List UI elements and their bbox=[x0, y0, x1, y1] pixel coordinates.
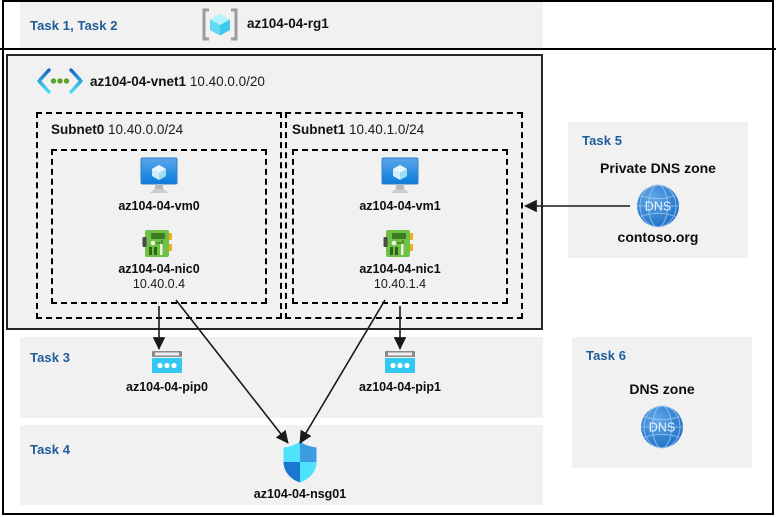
vnet-header: az104-04-vnet1 10.40.0.0/20 bbox=[90, 74, 265, 89]
subnet1-name: Subnet1 bbox=[292, 122, 346, 137]
subnet1-cidr: 10.40.1.0/24 bbox=[349, 122, 425, 137]
public-ip-address-icon bbox=[92, 349, 242, 377]
task-4-label: Task 4 bbox=[30, 442, 71, 457]
dns-zone-icon: DNS bbox=[634, 182, 682, 230]
header-divider bbox=[0, 48, 776, 50]
dns-icon-text: DNS bbox=[645, 200, 671, 214]
task-1-2-label: Task 1, Task 2 bbox=[30, 18, 118, 33]
virtual-network-icon bbox=[36, 68, 84, 94]
resource-group-name: az104-04-rg1 bbox=[247, 16, 329, 31]
virtual-machine-icon bbox=[340, 156, 460, 196]
network-interface-icon bbox=[340, 228, 460, 260]
public-ip-address-icon bbox=[325, 349, 475, 377]
nic0-ip: 10.40.0.4 bbox=[132, 277, 186, 291]
dns-zone-title: DNS zone bbox=[629, 381, 695, 397]
task-6-label: Task 6 bbox=[586, 348, 627, 363]
node-vm0: az104-04-vm0 bbox=[99, 156, 219, 214]
virtual-machine-icon bbox=[99, 156, 219, 196]
network-interface-icon bbox=[99, 228, 219, 260]
nic1-label: az104-04-nic1 bbox=[359, 262, 441, 276]
dns-icon-text: DNS bbox=[649, 421, 675, 435]
node-vm1: az104-04-vm1 bbox=[340, 156, 460, 214]
subnet0-header: Subnet0 10.40.0.0/24 bbox=[51, 122, 183, 137]
subnet1-inner-box bbox=[292, 149, 508, 304]
network-security-group-icon bbox=[210, 440, 390, 484]
subnet1-container bbox=[285, 112, 523, 319]
subnet0-inner-box bbox=[51, 149, 267, 304]
task-5-label: Task 5 bbox=[582, 133, 623, 148]
subnet0-name: Subnet0 bbox=[51, 122, 105, 137]
subnet0-cidr: 10.40.0.0/24 bbox=[108, 122, 184, 137]
nic0-label: az104-04-nic0 bbox=[118, 262, 200, 276]
task-3-label: Task 3 bbox=[30, 350, 71, 365]
nic1-ip: 10.40.1.4 bbox=[373, 277, 427, 291]
vm0-label: az104-04-vm0 bbox=[118, 199, 200, 213]
resource-group-icon bbox=[200, 8, 240, 41]
vm1-label: az104-04-vm1 bbox=[359, 199, 441, 213]
node-nic1: az104-04-nic1 10.40.1.4 bbox=[340, 228, 460, 292]
dns-zone-icon: DNS bbox=[638, 403, 686, 451]
vnet-cidr: 10.40.0.0/20 bbox=[189, 74, 265, 89]
private-dns-zone-title: Private DNS zone bbox=[600, 160, 716, 176]
nsg01-label: az104-04-nsg01 bbox=[253, 487, 347, 501]
node-nic0: az104-04-nic0 10.40.0.4 bbox=[99, 228, 219, 292]
subnet1-header: Subnet1 10.40.1.0/24 bbox=[292, 122, 424, 137]
vnet-container bbox=[6, 54, 543, 330]
node-nsg01: az104-04-nsg01 bbox=[210, 440, 390, 502]
vnet-name: az104-04-vnet1 bbox=[90, 74, 187, 89]
contoso-zone-label: contoso.org bbox=[617, 229, 699, 245]
task1-task2-band bbox=[20, 0, 543, 48]
